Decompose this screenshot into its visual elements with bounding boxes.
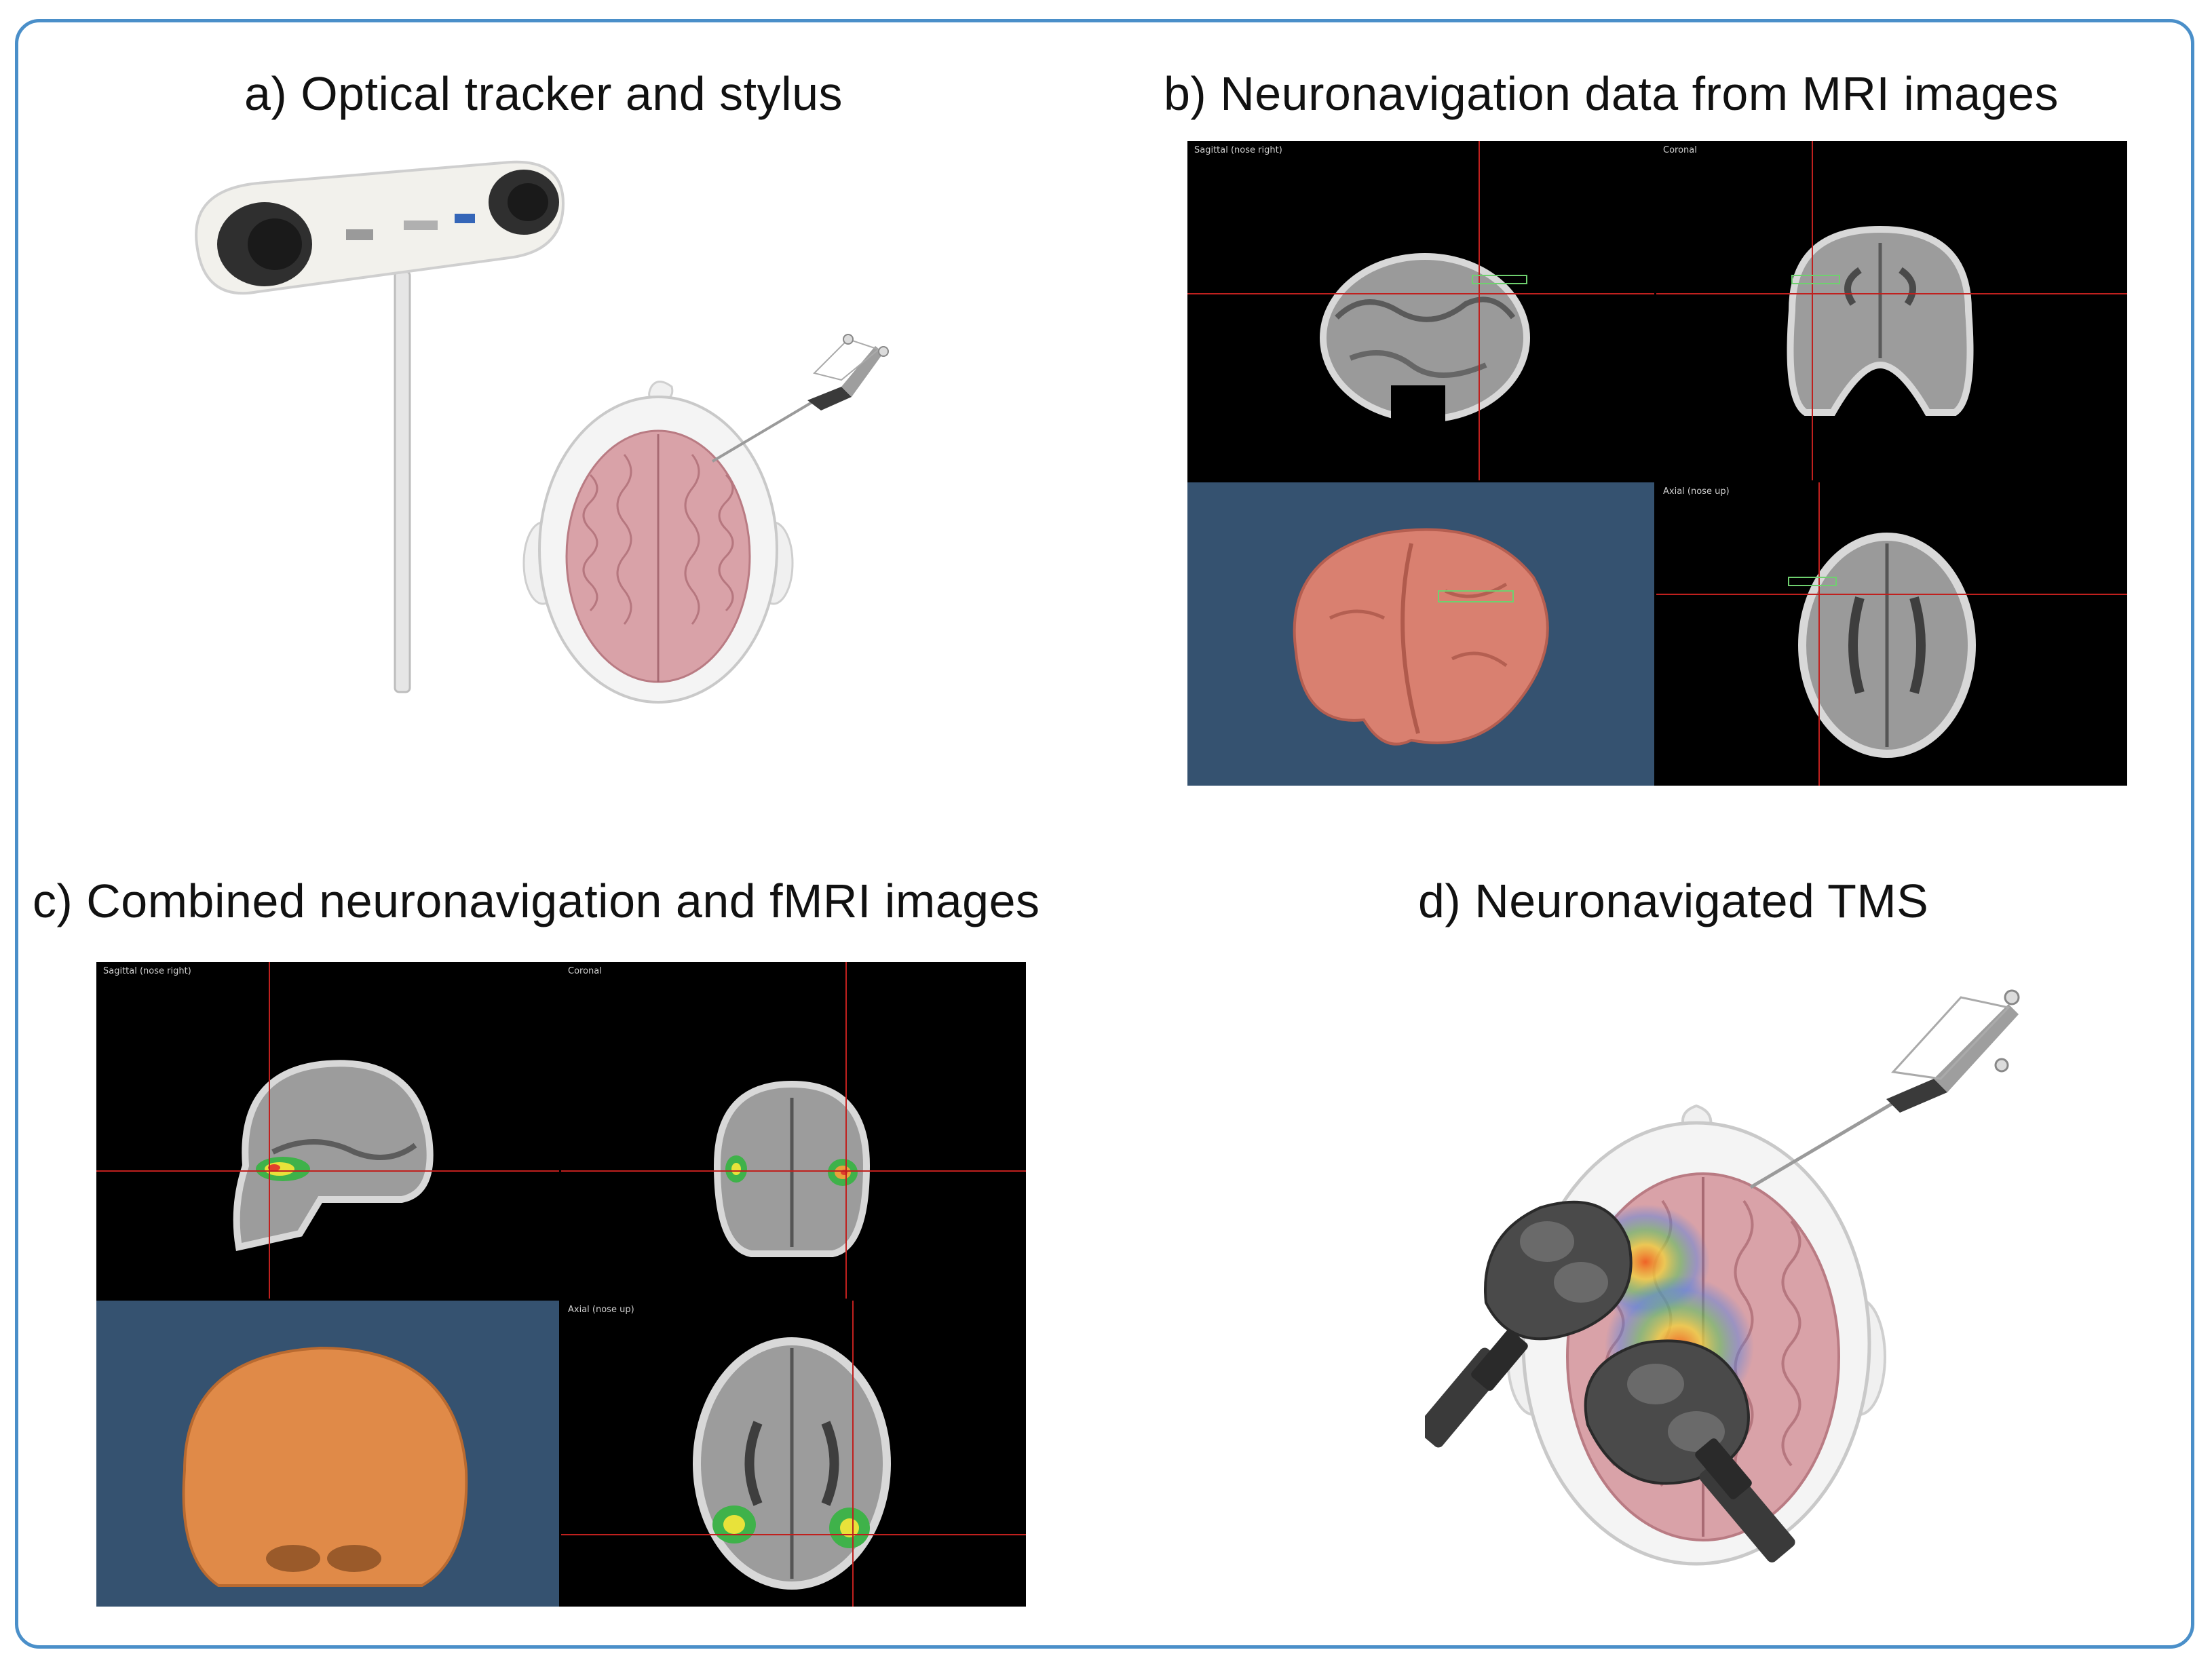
panel-b-sagittal-view: Sagittal (nose right): [1187, 141, 1654, 480]
panel-c-sagittal-label: Sagittal (nose right): [103, 966, 191, 976]
panel-c-axial-view: Axial (nose up): [561, 1301, 1026, 1607]
panel-c-axial-label: Axial (nose up): [568, 1305, 634, 1315]
panel-a-title: a) Optical tracker and stylus: [244, 67, 843, 120]
panel-b-3d-render: [1187, 482, 1654, 786]
panel-b-mri-viewer: Sagittal (nose right) Coronal: [1187, 141, 2127, 786]
panel-c-mri-viewer: Sagittal (nose right) Coronal: [96, 962, 1026, 1607]
panel-c-3d-render: [96, 1301, 559, 1607]
head-top-view-icon: [522, 381, 794, 704]
panel-c-coronal-view: Coronal: [561, 962, 1026, 1299]
panel-b-axial-label: Axial (nose up): [1663, 486, 1730, 497]
panel-b-title: b) Neuronavigation data from MRI images: [1164, 67, 2059, 120]
panel-b-coronal-label: Coronal: [1663, 145, 1697, 155]
figure-frame: [15, 19, 2194, 1649]
panel-c-sagittal-view: Sagittal (nose right): [96, 962, 559, 1299]
optical-tracker-icon: [195, 160, 565, 693]
panel-c-coronal-label: Coronal: [568, 966, 602, 976]
panel-b-sagittal-label: Sagittal (nose right): [1194, 145, 1282, 155]
panel-b-axial-view: Axial (nose up): [1656, 482, 2127, 786]
panel-c-title: c) Combined neuronavigation and fMRI ima…: [33, 875, 1040, 927]
tms-coil-icon: [1425, 1200, 1795, 1562]
panel-d-title: d) Neuronavigated TMS: [1418, 875, 1929, 927]
stylus-icon: [711, 334, 889, 463]
panel-b-coronal-view: Coronal: [1656, 141, 2127, 480]
